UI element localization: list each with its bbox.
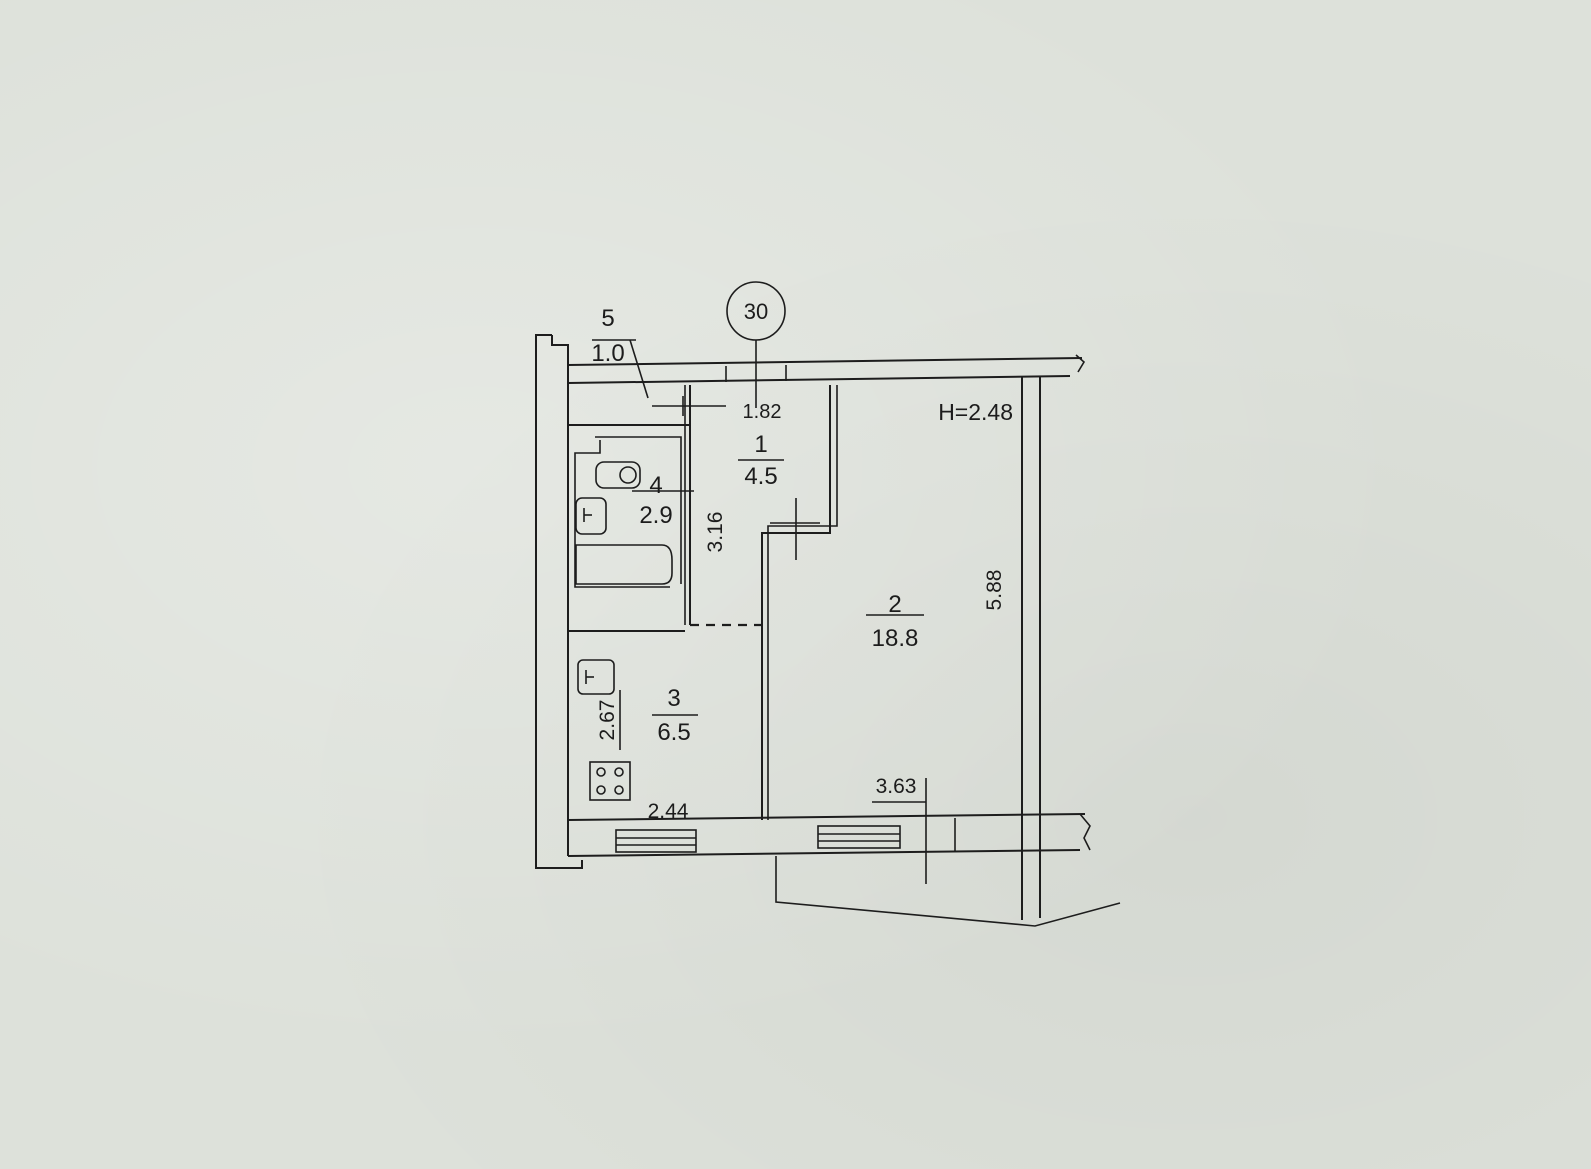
room1-area: 4.5 — [744, 463, 777, 490]
kitchen-sink-icon — [577, 659, 615, 695]
room-width-label: 3.63 — [876, 775, 917, 798]
room1-number: 1 — [754, 431, 767, 458]
bottom-wall-outer — [567, 849, 1081, 857]
room5-area: 1.0 — [591, 340, 624, 367]
room4-number: 4 — [649, 472, 662, 499]
room-partition — [761, 385, 831, 820]
room4-area: 2.9 — [639, 502, 672, 529]
room2-number: 2 — [888, 591, 901, 618]
balcony-outline — [775, 856, 1121, 927]
room3-number: 3 — [667, 685, 680, 712]
room2-area: 18.8 — [872, 625, 919, 652]
toilet-icon — [595, 461, 641, 489]
bottom-windows — [615, 818, 956, 853]
bathtub-icon — [575, 544, 673, 585]
bathroom-length-label: 3.16 — [704, 512, 727, 553]
left-wall-outer — [535, 334, 583, 869]
sink-icon — [575, 497, 607, 535]
dimension-lines — [592, 281, 927, 884]
kitchen-width-label: 2.44 — [648, 800, 689, 823]
top-wall-inner — [567, 375, 1071, 384]
kitchen-length-label: 2.67 — [596, 700, 619, 741]
room5-number: 5 — [601, 305, 614, 332]
partitions — [568, 385, 838, 820]
top-wall-break — [1075, 354, 1086, 373]
apartment-number: 30 — [744, 299, 768, 324]
room3-area: 6.5 — [657, 719, 690, 746]
bottom-wall-break — [1079, 813, 1091, 851]
storage-leader — [629, 339, 649, 399]
bottom-wall-inner — [567, 813, 1086, 821]
top-wall-outer — [567, 357, 1083, 366]
labels: 30 H=2.48 5 1.0 1.82 1 4.5 4 2.9 3.16 2 … — [591, 299, 1013, 823]
left-wall-cap — [551, 335, 569, 374]
outer-walls — [535, 334, 1121, 927]
bathroom-walls — [574, 440, 670, 588]
stove-icon — [589, 761, 631, 801]
room-length-label: 5.88 — [983, 570, 1006, 611]
room-window — [817, 825, 901, 849]
ceiling-height: H=2.48 — [938, 399, 1013, 425]
corridor-width-label: 1.82 — [743, 401, 782, 423]
kitchen-window — [615, 829, 697, 853]
